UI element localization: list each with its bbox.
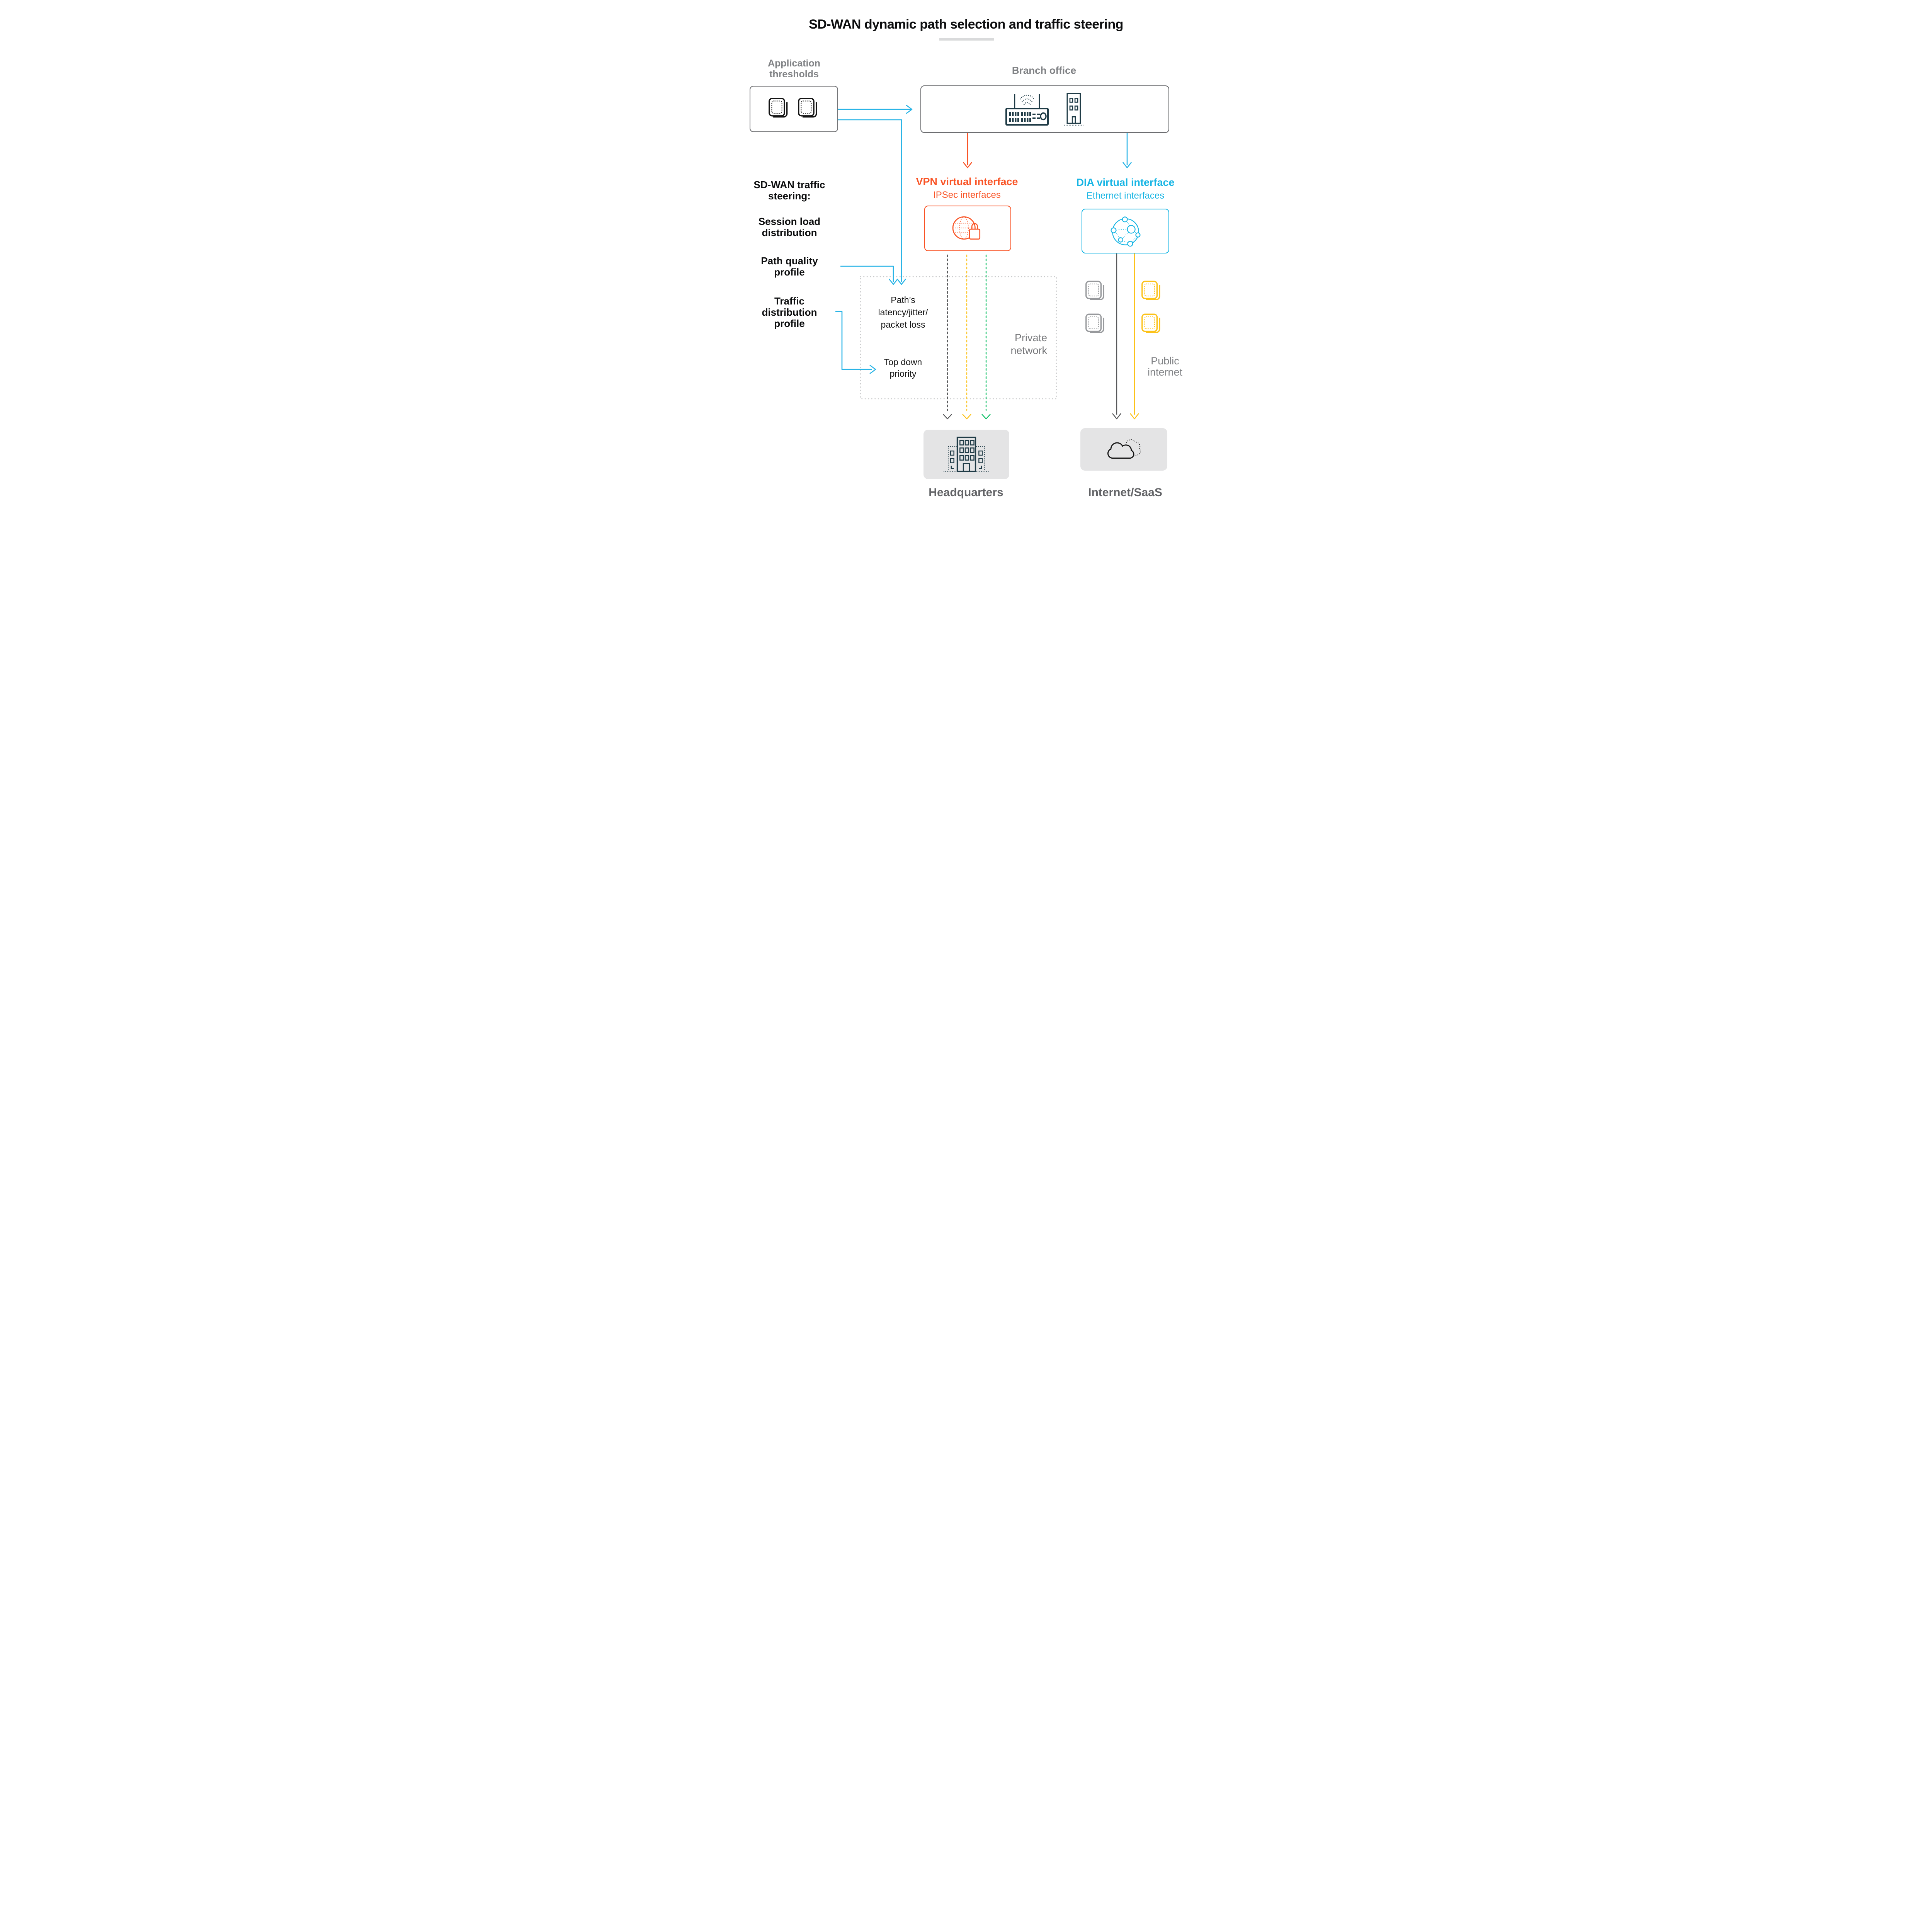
traffic-distribution-profile-label: Traffic distribution profile: [762, 295, 817, 329]
stacked-cards-icon: [1141, 281, 1160, 300]
internet-saas-box: [1080, 428, 1167, 471]
dia-link-yellow-arrow: [1130, 252, 1139, 420]
connector-lines-layer: [835, 104, 1139, 420]
headquarters-box: [923, 430, 1009, 479]
wifi-router-icon: [1005, 94, 1049, 126]
cloud-icon: [1107, 439, 1141, 459]
stacked-cards-icon: [798, 98, 817, 118]
dia-virtual-interface-title: DIA virtual interface: [1076, 177, 1175, 188]
stacked-cards-icon: [1141, 313, 1160, 333]
dia-link-gray-arrow: [1112, 252, 1121, 420]
arrow-app-to-private-network: [837, 119, 906, 285]
office-building-icon: [1064, 93, 1083, 126]
stacked-cards-icon: [1085, 313, 1104, 333]
arrow-traffic-profile-to-priority: [835, 311, 876, 374]
branch-office-label: Branch office: [1012, 65, 1077, 76]
sdwan-traffic-steering-heading: SD-WAN traffic steering:: [753, 179, 825, 202]
vpn-tunnel-green-dotted-arrow: [981, 254, 991, 420]
arrow-branch-to-dia: [1122, 132, 1132, 168]
private-network-label: Private network: [1010, 332, 1047, 356]
internet-saas-label: Internet/SaaS: [1088, 486, 1162, 499]
arrow-path-quality-to-private: [840, 265, 898, 285]
ethernet-interfaces-subtitle: Ethernet interfaces: [1086, 190, 1165, 201]
dia-interface-box: [1082, 209, 1169, 253]
vpn-tunnel-yellow-dotted-arrow: [962, 254, 971, 420]
path-quality-profile-label: Path quality profile: [761, 255, 818, 278]
headquarters-label: Headquarters: [929, 486, 1003, 499]
arrow-app-to-branch: [837, 104, 913, 114]
page-title: SD-WAN dynamic path selection and traffi…: [809, 17, 1123, 32]
top-down-priority-note: Top down priority: [884, 357, 922, 379]
vpn-interface-box: [924, 206, 1011, 251]
ipsec-interfaces-subtitle: IPSec interfaces: [933, 190, 1001, 200]
vpn-tunnel-gray-dotted-arrow: [943, 254, 952, 420]
network-nodes-icon: [1110, 216, 1141, 247]
stacked-cards-icon: [1085, 281, 1104, 300]
branch-office-box: [920, 85, 1169, 133]
globe-lock-icon: [952, 216, 980, 240]
sdwan-diagram: SD-WAN dynamic path selection and traffi…: [724, 0, 1208, 504]
private-network-dotted-box: [860, 276, 1057, 400]
stacked-cards-icon: [768, 98, 787, 118]
application-thresholds-box: [750, 86, 838, 132]
arrow-branch-to-vpn: [963, 132, 973, 168]
application-thresholds-label: Application thresholds: [767, 58, 821, 80]
path-metrics-note: Path’s latency/jitter/ packet loss: [878, 295, 928, 330]
headquarters-building-icon: [944, 437, 989, 472]
public-internet-label: Public internet: [1147, 355, 1183, 378]
vpn-virtual-interface-title: VPN virtual interface: [916, 176, 1018, 187]
title-underline: [939, 38, 994, 41]
session-load-distribution-label: Session load distribution: [758, 216, 821, 238]
